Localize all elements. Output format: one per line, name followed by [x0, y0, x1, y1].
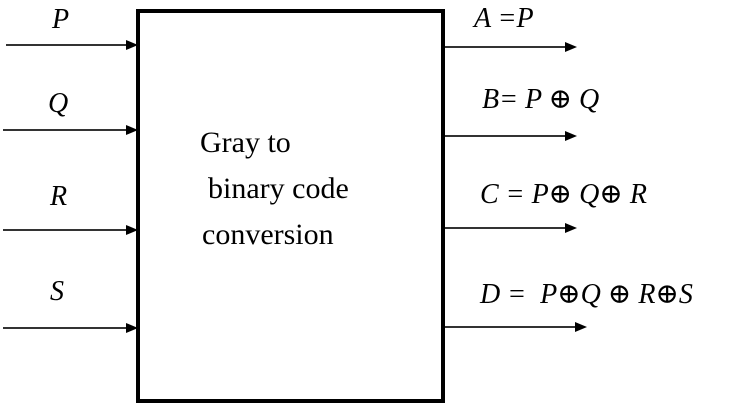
output-arrow-c: [565, 223, 577, 233]
input-q: Q: [3, 88, 138, 135]
input-label-r: R: [49, 181, 67, 212]
input-arrow-p: [126, 40, 138, 50]
block-title-line-3: conversion: [202, 218, 334, 251]
input-r: R: [3, 181, 138, 235]
output-label-a: A =P: [472, 3, 534, 34]
output-label-c: C = P⊕ Q⊕ R: [480, 179, 647, 210]
output-arrow-d: [575, 322, 587, 332]
output-arrow-a: [565, 42, 577, 52]
input-arrow-r: [126, 225, 138, 235]
output-b: B= P ⊕ Q: [445, 84, 599, 141]
block-title-line-2: binary code: [208, 172, 349, 205]
input-p: P: [6, 4, 138, 50]
output-arrow-b: [565, 131, 577, 141]
converter-block: [136, 9, 445, 403]
output-label-d: D = P⊕Q ⊕ R⊕S: [479, 279, 693, 310]
input-arrow-q: [126, 125, 138, 135]
output-c: C = P⊕ Q⊕ R: [445, 179, 647, 233]
output-a: A =P: [445, 3, 577, 52]
input-label-q: Q: [48, 88, 68, 119]
input-s: S: [3, 276, 138, 333]
input-label-p: P: [51, 4, 69, 35]
output-label-b: B= P ⊕ Q: [482, 84, 599, 115]
input-arrow-s: [126, 323, 138, 333]
block-title-line-1: Gray to: [200, 126, 291, 159]
input-label-s: S: [50, 276, 64, 307]
output-d: D = P⊕Q ⊕ R⊕S: [445, 279, 693, 332]
